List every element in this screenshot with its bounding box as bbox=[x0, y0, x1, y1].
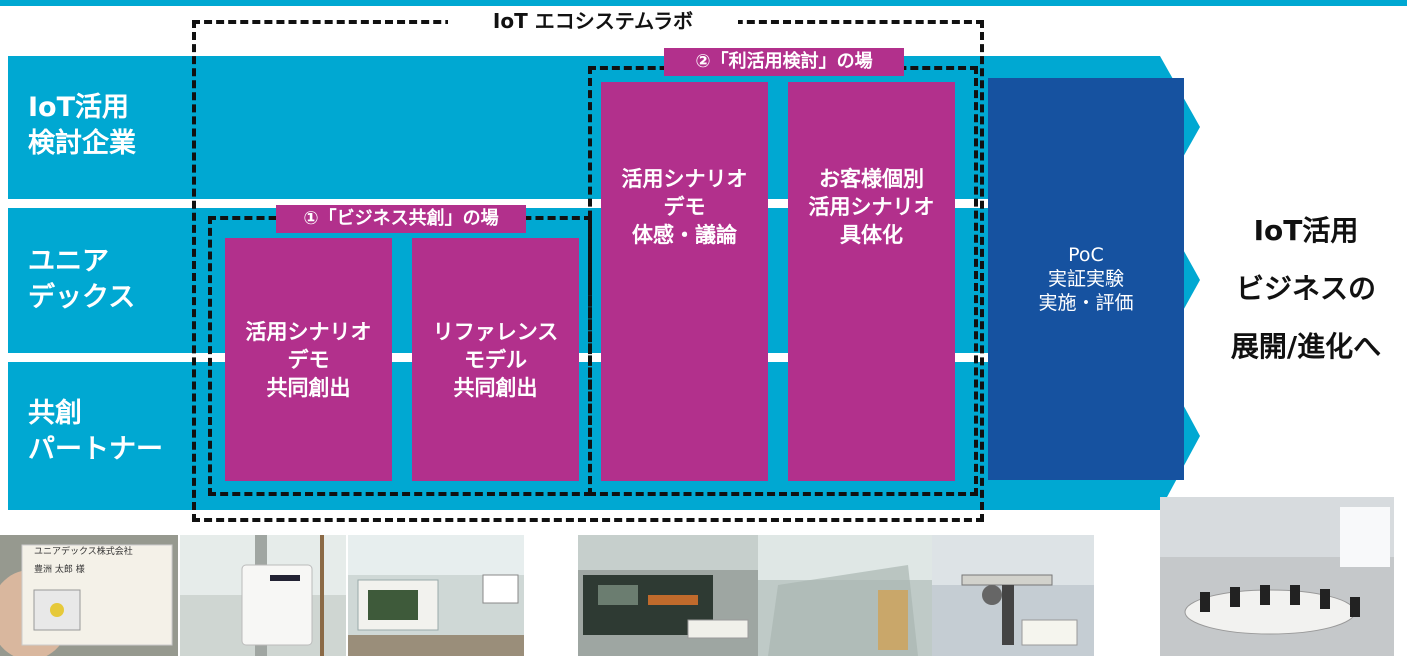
reference-model-box: リファレンス モデル 共同創出 bbox=[412, 238, 579, 481]
customer-scenario-box: お客様個別 活用シナリオ 具体化 bbox=[788, 82, 955, 481]
photo-meeting-room bbox=[1160, 497, 1394, 656]
photo-display-case bbox=[758, 535, 932, 656]
demo-experience-box: 活用シナリオ デモ 体感・議論 bbox=[601, 82, 768, 481]
band-iot-companies bbox=[8, 56, 1160, 199]
row-label-uniadex: ユニア デックス bbox=[28, 246, 136, 313]
stage2-label: ②「利活用検討」の場 bbox=[664, 48, 904, 76]
row-label-partners: 共創 パートナー bbox=[28, 398, 163, 465]
stage1-label: ①「ビジネス共創」の場 bbox=[276, 205, 526, 233]
row-label-iot-companies: IoT活用 検討企業 bbox=[28, 92, 136, 159]
ecosystem-lab-label: IoT エコシステムラボ bbox=[448, 6, 738, 36]
photo-gateway-device bbox=[180, 535, 346, 656]
co-create-demo-box: 活用シナリオ デモ 共同創出 bbox=[225, 238, 392, 481]
band-uniadex bbox=[8, 208, 1160, 353]
photo-server-board bbox=[578, 535, 758, 656]
poc-box: PoC 実証実験 実施・評価 bbox=[988, 78, 1184, 480]
business-outcome-text: IoT活用 ビジネスの 展開/進化へ bbox=[1230, 214, 1382, 363]
top-accent-line bbox=[0, 0, 1407, 6]
band-partners bbox=[8, 362, 1160, 510]
name-card-text: ユニアデックス株式会社 豊洲 太郎 様 bbox=[34, 547, 133, 575]
photo-device-case bbox=[348, 535, 524, 656]
photo-sensor-display bbox=[932, 535, 1094, 656]
photo-name-card: ユニアデックス株式会社 豊洲 太郎 様 bbox=[0, 535, 178, 656]
